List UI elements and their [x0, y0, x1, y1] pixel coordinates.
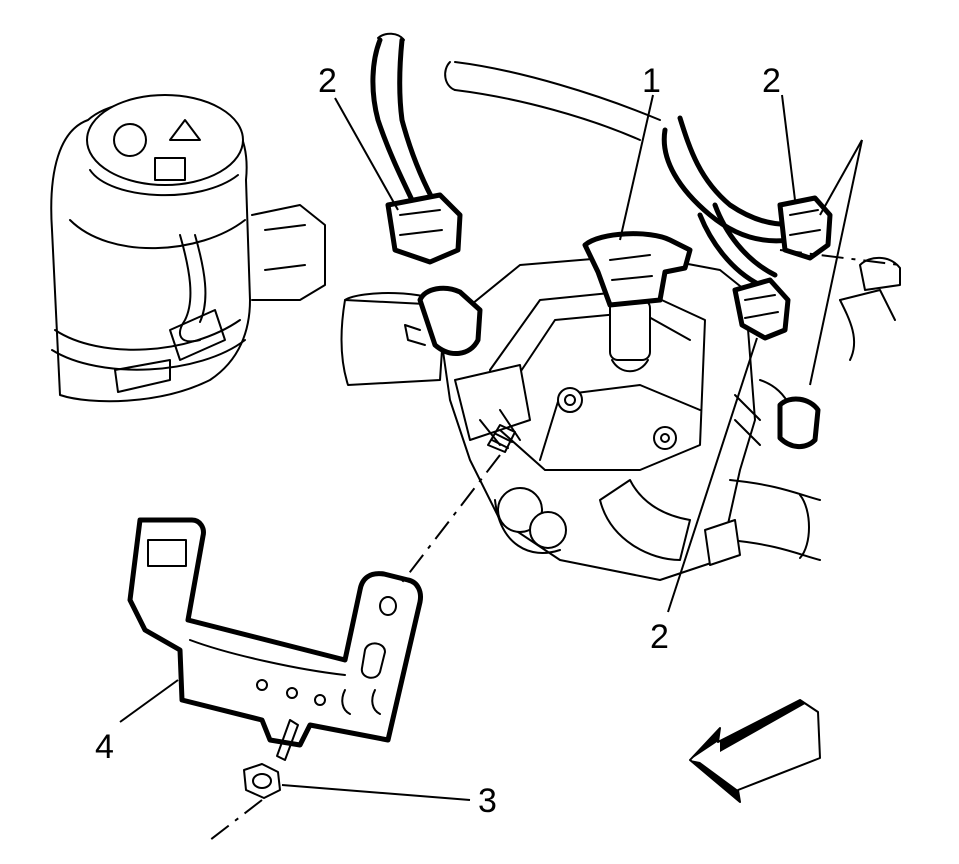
fluid-reservoir-icon — [50, 94, 326, 403]
callout-2-upper-left: 2 — [318, 62, 337, 100]
actuator-body — [340, 254, 901, 581]
callout-1: 1 — [642, 62, 661, 100]
front-direction-arrow-icon — [689, 699, 821, 803]
center-connector — [582, 231, 693, 308]
bracket-icon — [127, 517, 423, 748]
nut-icon — [243, 719, 299, 799]
callout-2-upper-right: 2 — [762, 62, 781, 100]
hose-clip-lower-left — [404, 285, 483, 356]
background-tube — [444, 61, 661, 141]
callout-4: 4 — [95, 728, 114, 766]
alignment-lines — [209, 249, 901, 841]
callout-3: 3 — [478, 782, 497, 820]
hose-connector-upper-right — [777, 195, 833, 261]
hose-connector-lower-right — [732, 277, 791, 341]
hose-left — [370, 32, 435, 203]
bolt-stud — [487, 424, 516, 453]
hose-clip-right — [777, 396, 821, 449]
leader-lines — [119, 94, 863, 801]
callout-2-lower: 2 — [650, 618, 669, 656]
hose-connector-upper-left — [385, 192, 463, 265]
